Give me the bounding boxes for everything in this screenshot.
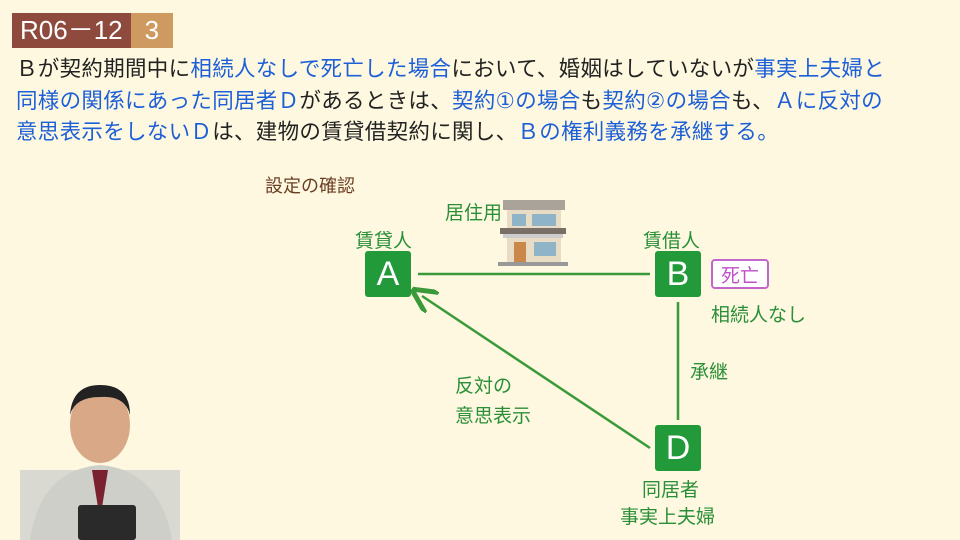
question-statement: Ｂが契約期間中に相続人なしで死亡した場合において、婚姻はしていないが事実上夫婦と… <box>16 54 885 149</box>
succession-label: 承継 <box>690 361 729 383</box>
d-role-label-1: 同居者 <box>642 479 700 501</box>
statement-text: Ｂが契約期間中に <box>16 57 191 82</box>
node-a: A <box>365 251 411 297</box>
statement-line: Ｂが契約期間中に相続人なしで死亡した場合において、婚姻はしていないが事実上夫婦と <box>16 54 885 86</box>
lessor-label: 賃貸人 <box>355 230 413 252</box>
highlighted-text: 事実上夫婦と <box>754 57 886 82</box>
node-d: D <box>655 425 701 471</box>
highlighted-text: 契約①の場合 <box>452 88 581 114</box>
statement-text: があるときは、 <box>299 88 453 114</box>
highlighted-text: Ａに反対の <box>773 88 883 114</box>
statement-text: も、 <box>730 88 774 114</box>
question-number: 3 <box>130 13 174 48</box>
statement-text: も <box>580 88 603 114</box>
highlighted-text: 意思表示をしないＤ <box>16 120 213 145</box>
presenter-video <box>20 385 180 540</box>
question-code: R06－12 <box>12 13 131 48</box>
statement-text: は、建物の賃貸借契約に関し、 <box>212 120 518 145</box>
arrow-d-to-a <box>422 296 651 450</box>
house-icon <box>498 200 568 266</box>
statement-text: において、婚姻はしていないが <box>451 57 755 82</box>
no-heir-label: 相続人なし <box>711 304 807 326</box>
highlighted-text: Ｂの権利義務を承継する。 <box>517 120 780 145</box>
highlighted-text: 契約②の場合 <box>602 88 731 114</box>
highlighted-text: 同様の関係にあった同居者Ｄ <box>16 88 300 114</box>
node-b: B <box>655 251 701 297</box>
diagram-title: 設定の確認 <box>265 176 355 197</box>
objection-label-1: 反対の <box>455 375 513 397</box>
highlighted-text: 相続人なしで死亡した場合 <box>190 57 452 82</box>
d-role-label-2: 事実上夫婦 <box>620 506 716 528</box>
statement-line: 意思表示をしないＤは、建物の賃貸借契約に関し、Ｂの権利義務を承継する。 <box>16 117 885 149</box>
lessee-label: 賃借人 <box>643 230 701 252</box>
residential-label: 居住用 <box>445 202 503 224</box>
dead-badge: 死亡 <box>711 259 769 289</box>
question-badge: R06－12 3 <box>12 13 174 48</box>
statement-line: 同様の関係にあった同居者Ｄがあるときは、契約①の場合も契約②の場合も、Ａに反対の <box>16 86 885 118</box>
objection-label-2: 意思表示 <box>455 405 532 427</box>
